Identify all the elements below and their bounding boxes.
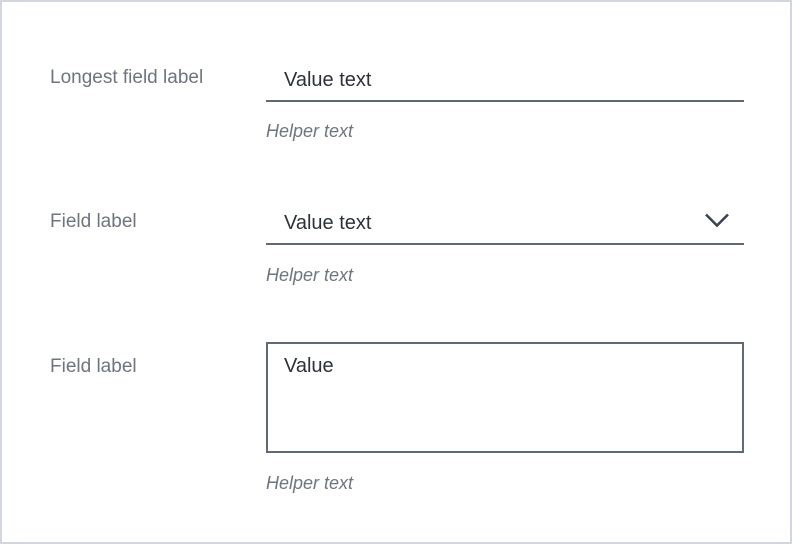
field-label-longest: Longest field label	[50, 67, 204, 88]
textarea-input[interactable]: Value	[266, 342, 744, 453]
helper-text: Helper text	[266, 121, 354, 141]
text-input[interactable]	[266, 60, 744, 102]
helper-text: Helper text	[266, 473, 354, 493]
dropdown-selected-value: Value text	[284, 212, 372, 234]
dropdown-field[interactable]: Value text	[266, 203, 744, 245]
chevron-down-icon	[705, 213, 729, 228]
field-label-select: Field label	[50, 211, 137, 232]
helper-text: Helper text	[266, 265, 354, 285]
field-label-textarea: Field label	[50, 356, 137, 377]
